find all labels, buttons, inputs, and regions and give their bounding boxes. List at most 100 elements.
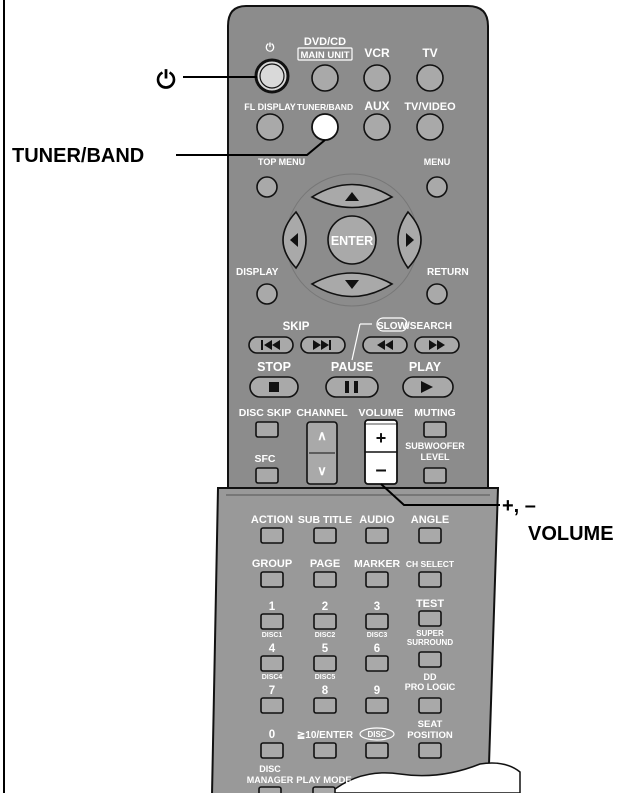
skip-back-icon [261, 340, 280, 350]
menu-label: MENU [424, 157, 451, 167]
num-8-label: 8 [322, 685, 329, 697]
pro-logic-button[interactable] [418, 697, 442, 714]
group-button[interactable] [260, 571, 284, 588]
volume-callout-word: VOLUME [528, 523, 614, 545]
display-button[interactable] [256, 283, 278, 305]
test-button[interactable] [418, 610, 442, 627]
num-3-button[interactable] [365, 613, 389, 630]
volume-minus-icon: – [375, 459, 386, 481]
remote-torn-edge [328, 762, 521, 793]
aux-button[interactable] [363, 113, 391, 141]
down-arrow-icon [345, 280, 359, 289]
marker-label: MARKER [354, 558, 400, 570]
disc5-label: DISC5 [315, 674, 336, 681]
num-0-button[interactable] [260, 742, 284, 759]
channel-down-icon: ∨ [317, 463, 327, 478]
test-label: TEST [416, 598, 444, 610]
ch-select-button[interactable] [418, 571, 442, 588]
num-6-label: 6 [374, 643, 380, 655]
num-6-button[interactable] [365, 655, 389, 672]
volume-callout-signs: +, – [502, 495, 536, 517]
power-label: ⏻ [266, 41, 275, 54]
num-5-button[interactable] [313, 655, 337, 672]
slow-label: SLOW [377, 321, 408, 332]
subwoofer-label: SUBWOOFER [405, 441, 465, 451]
tv-video-button[interactable] [416, 113, 444, 141]
ten-enter-button[interactable] [313, 742, 337, 759]
num-0-label: 0 [269, 729, 275, 741]
tuner-band-button[interactable] [311, 113, 339, 141]
audio-button[interactable] [365, 527, 389, 544]
vcr-label: VCR [364, 46, 390, 60]
return-button[interactable] [426, 283, 448, 305]
subwoofer-level-label: LEVEL [420, 452, 450, 462]
super-surround-button[interactable] [418, 651, 442, 668]
left-arrow-icon [290, 233, 298, 247]
play-label: PLAY [409, 360, 442, 374]
seat-position-button[interactable] [418, 742, 442, 759]
sub-title-button[interactable] [313, 527, 337, 544]
disc-oval-badge [359, 727, 395, 741]
group-label: GROUP [252, 558, 292, 570]
pause-button[interactable] [325, 376, 379, 398]
skip-label: SKIP [283, 321, 310, 333]
menu-button[interactable] [426, 176, 448, 198]
num-7-button[interactable] [260, 697, 284, 714]
position-label: POSITION [407, 730, 453, 741]
disc-skip-label: DISC SKIP [239, 407, 292, 419]
seat-label: SEAT [418, 719, 443, 730]
slow-badge [376, 317, 408, 332]
play-mode-button[interactable] [312, 786, 336, 793]
enter-button[interactable] [327, 215, 377, 265]
disc-skip-button[interactable] [255, 421, 279, 438]
enter-label: ENTER [331, 234, 373, 248]
power-button[interactable] [254, 58, 290, 94]
num-8-button[interactable] [313, 697, 337, 714]
tv-button[interactable] [416, 64, 444, 92]
angle-label: ANGLE [411, 514, 450, 526]
power-callout-symbol: ⏻ [157, 67, 176, 94]
surround-label: SURROUND [407, 638, 453, 647]
muting-button[interactable] [423, 421, 447, 438]
pause-icon [345, 381, 358, 393]
page-button[interactable] [313, 571, 337, 588]
rewind-icon [377, 340, 393, 350]
disc3-label: DISC3 [367, 632, 388, 639]
dvdcd-button[interactable] [311, 64, 339, 92]
ten-enter-label: ≧10/ENTER [297, 730, 354, 741]
pause-label: PAUSE [331, 360, 373, 374]
dolby-dd-label: DD [424, 672, 437, 682]
fl-display-button[interactable] [256, 113, 284, 141]
play-icon [421, 381, 433, 393]
disc-oval-label: DISC [367, 730, 386, 739]
action-button[interactable] [260, 527, 284, 544]
channel-up-icon: ∧ [317, 428, 327, 443]
pro-logic-label: PRO LOGIC [405, 682, 456, 692]
top-menu-button[interactable] [256, 176, 278, 198]
num-7-label: 7 [269, 685, 275, 697]
disc2-label: DISC2 [315, 632, 336, 639]
disc-button[interactable] [365, 742, 389, 759]
play-mode-label: PLAY MODE [296, 775, 351, 786]
disc4-label: DISC4 [262, 674, 283, 681]
volume-plus-icon: + [376, 428, 387, 448]
disc1-label: DISC1 [262, 632, 283, 639]
num-1-button[interactable] [260, 613, 284, 630]
remote-lower-body [211, 487, 500, 793]
angle-button[interactable] [418, 527, 442, 544]
subwoofer-level-button[interactable] [423, 467, 447, 484]
marker-button[interactable] [365, 571, 389, 588]
stop-label: STOP [257, 360, 291, 374]
num-2-button[interactable] [313, 613, 337, 630]
disc-manager-button[interactable] [258, 786, 282, 793]
num-4-button[interactable] [260, 655, 284, 672]
sfc-button[interactable] [255, 467, 279, 484]
num-4-label: 4 [269, 643, 276, 655]
num-9-button[interactable] [365, 697, 389, 714]
vcr-button[interactable] [363, 64, 391, 92]
tv-video-label: TV/VIDEO [404, 101, 456, 113]
display-label: DISPLAY [236, 267, 279, 278]
ch-select-label: CH SELECT [406, 559, 455, 569]
